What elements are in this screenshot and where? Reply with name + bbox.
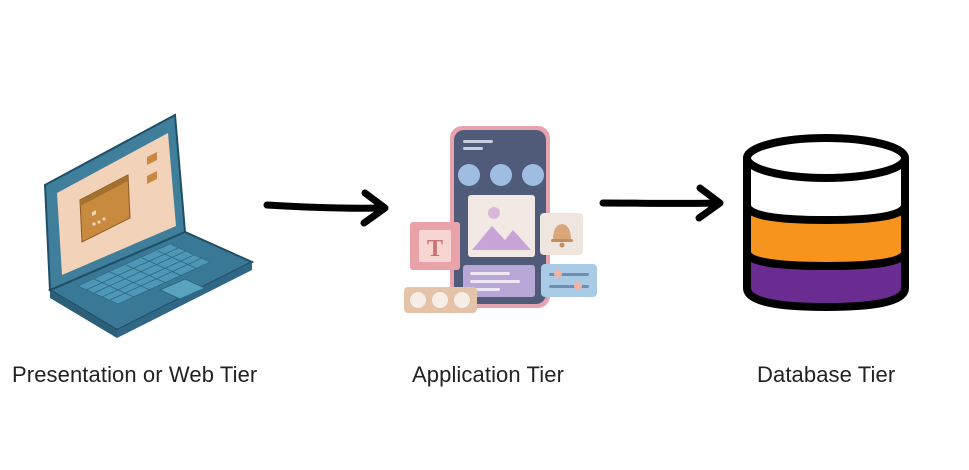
arrow-application-to-database <box>599 184 724 222</box>
svg-text:T: T <box>427 236 443 262</box>
folder-icon <box>147 171 157 184</box>
sliders-icon <box>541 264 597 297</box>
folder-icon <box>147 152 157 165</box>
tier-label-presentation: Presentation or Web Tier <box>12 362 258 387</box>
laptop-icon <box>43 113 255 338</box>
phone-app-icon: T <box>404 126 597 313</box>
arrow-presentation-to-application <box>263 189 389 227</box>
laptop-keyboard <box>77 243 211 305</box>
options-pill-icon <box>404 287 477 313</box>
tier-label-database: Database Tier <box>757 362 896 387</box>
tier-label-application: Application Tier <box>412 362 565 387</box>
screen-window-icon <box>79 174 131 243</box>
text-tool-icon: T <box>410 222 460 270</box>
laptop-trackpad <box>158 278 207 300</box>
bell-icon <box>540 213 583 255</box>
database-icon <box>743 134 909 311</box>
